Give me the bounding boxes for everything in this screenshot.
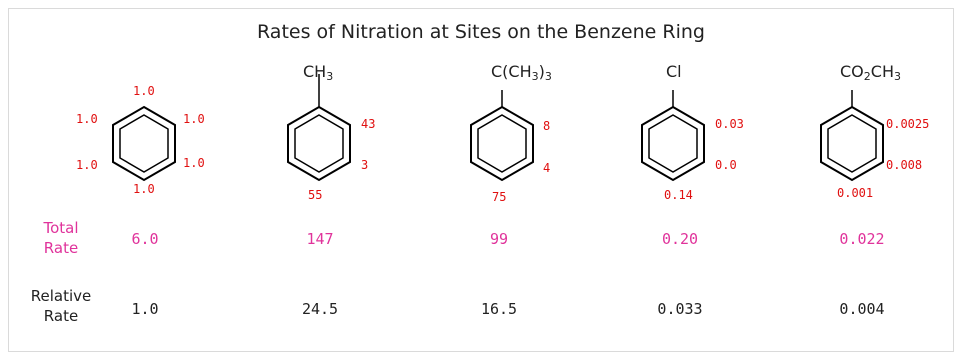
chlorobenzene-hexagon — [641, 90, 705, 182]
tert-butylbenzene-rate-para: 75 — [492, 190, 507, 204]
total-rate-label-line2: Rate — [43, 239, 79, 257]
methyl-benzoate-substituent: CO2CH3 — [840, 62, 901, 83]
chlorobenzene-rate-para: 0.14 — [664, 188, 693, 202]
benzene-rate-top: 1.0 — [133, 84, 155, 98]
tert-butylbenzene-rate-meta: 4 — [543, 161, 551, 175]
methyl-benzoate-rate-ortho: 0.0025 — [886, 117, 930, 131]
chlorobenzene-substituent: Cl — [666, 62, 682, 81]
chlorobenzene-total-rate: 0.20 — [661, 230, 699, 248]
tert-butylbenzene-substituent: C(CH3)3 — [491, 62, 552, 83]
methyl-benzoate-rate-meta: 0.008 — [886, 158, 923, 172]
relative-rate-label: Relative Rate — [20, 286, 102, 326]
benzene-rate-lower-left: 1.0 — [76, 158, 98, 172]
methyl-benzoate-hexagon — [820, 90, 884, 182]
toluene-substituent: CH3 — [303, 62, 334, 83]
benzene-rate-lower-right: 1.0 — [183, 156, 205, 170]
methyl-benzoate-rate-para: 0.001 — [837, 186, 874, 200]
figure-frame — [8, 8, 954, 352]
relative-rate-label-line2: Rate — [43, 307, 79, 325]
toluene-total-rate: 147 — [306, 230, 334, 248]
relative-rate-label-line1: Relative — [30, 287, 92, 305]
benzene-rate-upper-right: 1.0 — [183, 112, 205, 126]
toluene-rate-ortho: 43 — [361, 117, 376, 131]
toluene-rate-meta: 3 — [361, 158, 369, 172]
benzene-total-rate: 6.0 — [131, 230, 159, 248]
chlorobenzene-rate-meta: 0.0 — [715, 158, 737, 172]
methyl-benzoate-total-rate: 0.022 — [839, 230, 885, 248]
toluene-rate-para: 55 — [308, 188, 323, 202]
toluene-hexagon — [287, 74, 351, 182]
tert-butylbenzene-total-rate: 99 — [489, 230, 509, 248]
figure-title: Rates of Nitration at Sites on the Benze… — [257, 21, 705, 43]
methyl-benzoate-relative-rate: 0.004 — [839, 300, 885, 318]
chlorobenzene-relative-rate: 0.033 — [657, 300, 703, 318]
chlorobenzene-rate-ortho: 0.03 — [715, 117, 744, 131]
tert-butylbenzene-rate-ortho: 8 — [543, 119, 551, 133]
total-rate-label: Total Rate — [20, 218, 102, 258]
tert-butylbenzene-hexagon — [470, 90, 534, 182]
benzene-rate-upper-left: 1.0 — [76, 112, 98, 126]
benzene-relative-rate: 1.0 — [131, 300, 159, 318]
toluene-relative-rate: 24.5 — [301, 300, 339, 318]
tert-butylbenzene-relative-rate: 16.5 — [480, 300, 518, 318]
benzene-rate-bottom: 1.0 — [133, 182, 155, 196]
benzene-hexagon — [112, 105, 176, 182]
total-rate-label-line1: Total — [43, 219, 79, 237]
